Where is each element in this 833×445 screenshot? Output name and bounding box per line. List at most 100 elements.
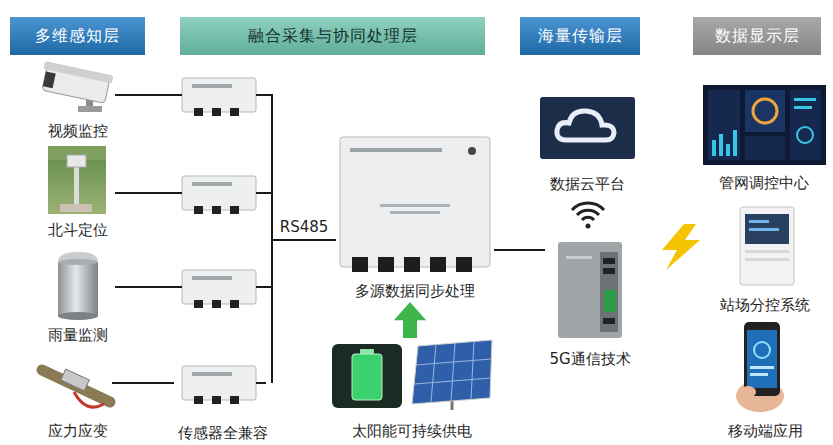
arrow-head — [394, 302, 426, 320]
power-node: 太阳能可持续供电 — [330, 338, 494, 442]
camera-icon-part — [78, 106, 102, 112]
caption-text: 多源数据同步处理 — [355, 282, 475, 302]
solar-panel-part — [412, 340, 492, 404]
solar-panel-part-part — [414, 378, 491, 384]
screen-wall-part — [703, 85, 826, 165]
caption-text: 太阳能可持续供电 — [352, 422, 472, 442]
header-text: 融合采集与协同处理层 — [248, 27, 418, 45]
collector-box — [182, 270, 256, 308]
phone-icon-part — [754, 342, 770, 358]
caption-text: 5G通信技术 — [549, 350, 630, 370]
sensor-node: 视频监控 — [30, 62, 125, 142]
collector-box-part — [192, 182, 232, 186]
rain-gauge-icon-part — [58, 312, 98, 320]
collector-box-part — [192, 84, 232, 88]
connector — [125, 383, 174, 384]
layer-header: 数据显示层 — [693, 17, 821, 55]
beidou-photo — [48, 146, 106, 214]
processing-box-part — [378, 257, 394, 272]
header-text: 海量传输层 — [538, 27, 623, 45]
wifi-symbol-part — [572, 203, 604, 210]
wire-part — [115, 286, 182, 288]
screen-wall-part — [790, 90, 821, 160]
camera-icon-part-part — [43, 71, 56, 88]
collector-box — [182, 366, 256, 404]
collector-box-part — [230, 108, 239, 116]
processing-box-part — [380, 204, 450, 207]
strain-sensor-icon-part — [61, 369, 90, 391]
caption-text: 应力应变 — [48, 422, 108, 442]
connector-line — [403, 319, 417, 338]
signal-label: RS485 — [278, 218, 331, 236]
strain-sensor-icon-part — [74, 392, 104, 407]
collector-box-part — [182, 78, 256, 112]
phone-icon — [736, 322, 784, 412]
wifi-symbol-part — [582, 217, 594, 220]
solar-panel-part-part — [416, 359, 491, 365]
screen-wall-part — [712, 98, 816, 156]
rain-gauge-icon-part — [58, 262, 98, 316]
connector-line — [125, 382, 174, 384]
screen-wall-part — [745, 90, 785, 132]
sensor-node: 北斗定位 — [30, 143, 125, 241]
screen-wall-part — [797, 127, 813, 143]
beidou-photo-part — [74, 164, 79, 210]
router-icon-part — [604, 290, 616, 312]
collector-box — [182, 78, 256, 116]
station-device-part — [745, 250, 789, 253]
collector-node: 传感器全兼容 — [174, 360, 272, 444]
station-device-part — [745, 214, 789, 244]
battery-icon-part — [352, 354, 382, 400]
router-icon-part — [600, 252, 618, 332]
station-device — [740, 207, 794, 285]
wifi-symbol — [572, 203, 604, 228]
collector-box-part — [230, 396, 239, 404]
collector-box-part — [182, 270, 256, 304]
station-device-part — [745, 258, 789, 261]
rain-gauge-icon-part — [58, 259, 98, 265]
screen-wall-part-part — [712, 140, 716, 156]
display-node: 管网调控中心 — [700, 82, 828, 194]
camera-icon-part — [39, 61, 113, 104]
wire-part — [115, 192, 182, 194]
caption-text: 雨量监测 — [48, 326, 108, 346]
router-icon-part — [603, 318, 615, 324]
battery-icon-part — [332, 344, 402, 408]
wire-part — [256, 94, 273, 96]
connector — [494, 250, 545, 251]
strain-sensor-icon — [42, 369, 110, 407]
layer-header: 多维感知层 — [10, 17, 145, 55]
layer-header: 融合采集与协同处理层 — [180, 17, 485, 55]
wifi-symbol-part — [577, 210, 599, 215]
caption-text: 传感器全兼容 — [178, 424, 268, 444]
caption-text: 北斗定位 — [48, 221, 108, 241]
router-icon-part — [558, 242, 622, 338]
phone-icon-part — [740, 386, 756, 398]
beidou-photo-part — [48, 146, 106, 214]
collector-box-part — [212, 206, 221, 214]
screen-wall-part — [753, 99, 777, 123]
router-node: 5G通信技术 — [545, 238, 635, 370]
screen-wall-part-part — [726, 144, 730, 156]
station-device-part — [749, 228, 779, 231]
sensor-node: 雨量监测 — [30, 248, 125, 346]
collector-box-part — [194, 108, 203, 116]
phone-icon-part — [750, 366, 774, 369]
collector-box-part — [194, 300, 203, 308]
layer-header: 海量传输层 — [520, 17, 640, 55]
processing-box-part — [430, 257, 446, 272]
cloud-icon-part — [540, 97, 635, 159]
screen-wall-part-part — [719, 134, 723, 156]
collector-box-part — [192, 372, 232, 376]
processing-node: 多源数据同步处理 — [336, 132, 494, 302]
lightning-symbol — [662, 224, 700, 270]
processing-box-part — [390, 211, 440, 214]
collector-box-part — [212, 396, 221, 404]
screen-wall-part — [745, 136, 785, 160]
caption-text: 管网调控中心 — [719, 174, 809, 194]
wire-part — [271, 94, 273, 240]
phone-icon-part — [744, 322, 780, 396]
solar-panel-part-part — [451, 343, 455, 401]
